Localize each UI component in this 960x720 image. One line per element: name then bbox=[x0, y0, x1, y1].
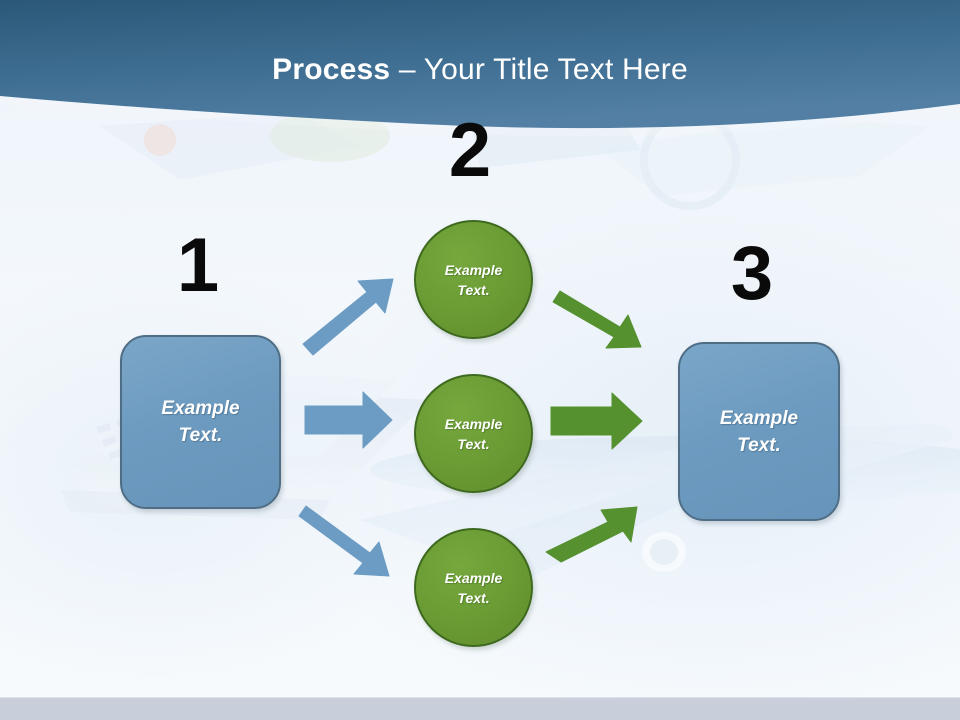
process-circle-2-label: Example Text. bbox=[444, 415, 503, 452]
step-number-3: 3 bbox=[730, 231, 774, 316]
slide-footer-bar bbox=[0, 697, 960, 720]
page-title: Process – Your Title Text Here bbox=[0, 52, 960, 88]
process-circle-3-label: Example Text. bbox=[444, 569, 503, 606]
process-circle-3[interactable]: Example Text. bbox=[414, 528, 533, 647]
process-start-box-label: Example Text. bbox=[161, 398, 240, 446]
process-end-box-label: Example Text. bbox=[719, 407, 799, 456]
page-title-bold: Process bbox=[272, 53, 391, 86]
process-end-box[interactable]: Example Text. bbox=[678, 342, 840, 521]
process-start-box[interactable]: Example Text. bbox=[120, 335, 281, 509]
page-title-rest: – Your Title Text Here bbox=[390, 53, 688, 86]
slide-header: Process – Your Title Text Here bbox=[0, 0, 960, 140]
step-number-1: 1 bbox=[176, 223, 220, 308]
header-banner-shape bbox=[0, 0, 960, 137]
process-circle-1[interactable]: Example Text. bbox=[414, 220, 533, 339]
step-number-2: 2 bbox=[448, 108, 492, 193]
process-circle-2[interactable]: Example Text. bbox=[414, 374, 533, 493]
process-circle-1-label: Example Text. bbox=[444, 261, 503, 298]
